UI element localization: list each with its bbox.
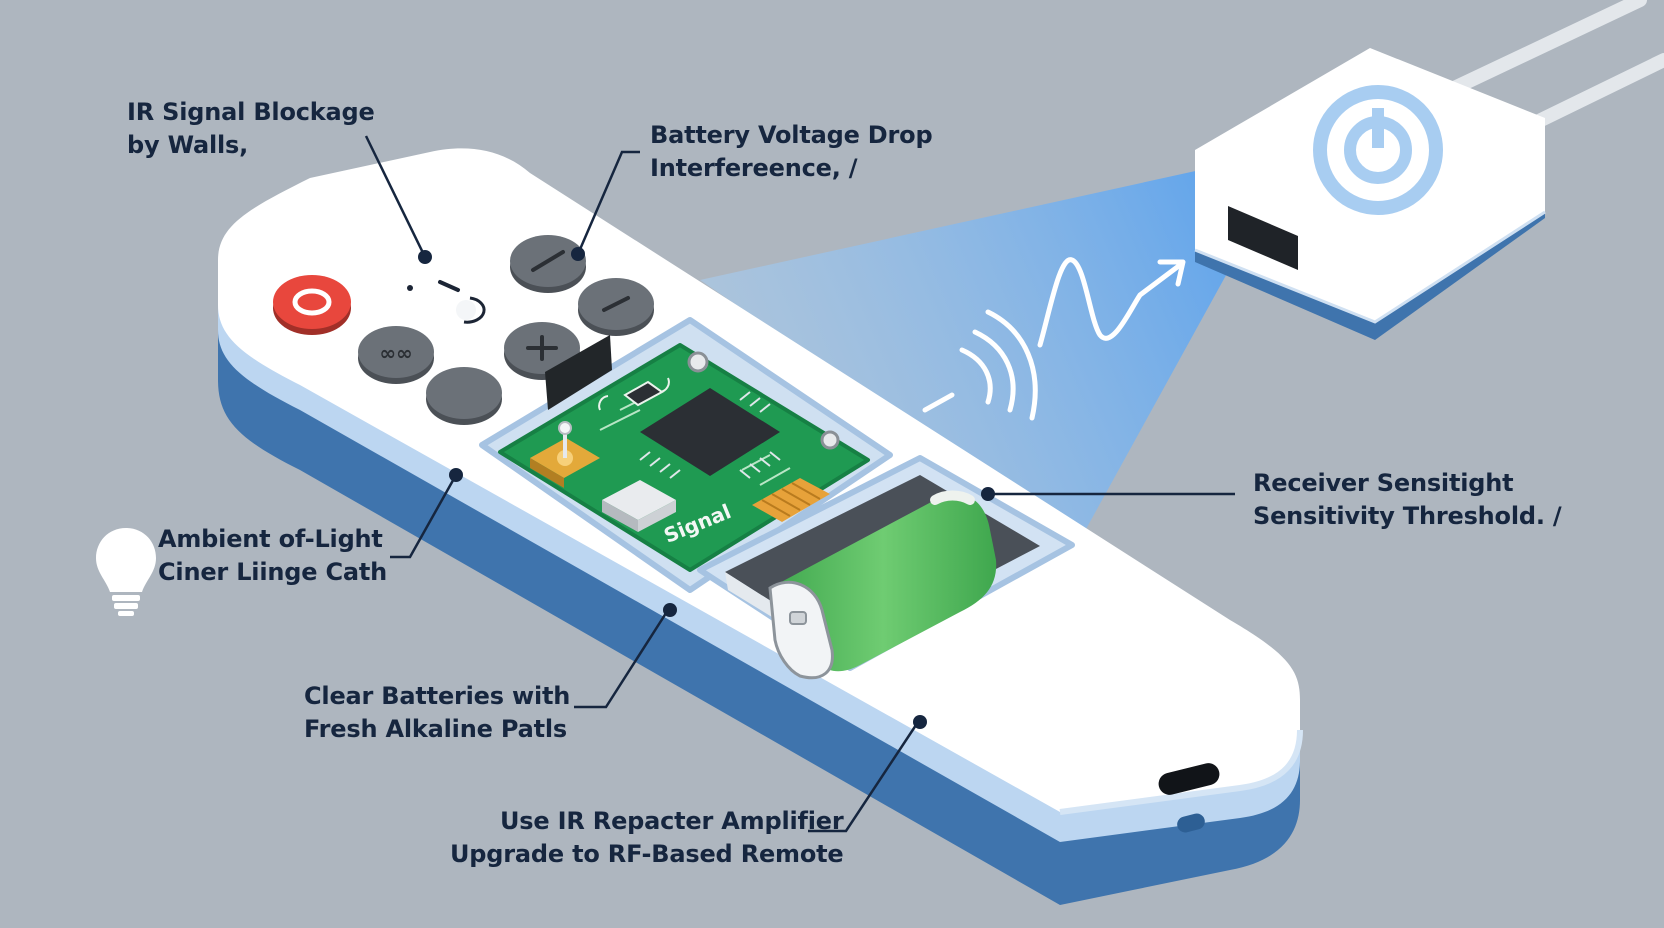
anchor-ambient xyxy=(449,468,463,482)
callout-ir-blockage-line2: by Walls, xyxy=(127,131,249,159)
pin-header xyxy=(752,478,830,522)
callout-receiver: Receiver Sensitight Sensitivity Threshol… xyxy=(1253,467,1562,533)
battery xyxy=(768,490,997,680)
callout-battery-drop-line1: Battery Voltage Drop xyxy=(650,121,933,149)
callout-battery-drop-line2: Interfereence, / xyxy=(650,154,858,182)
arrow-icon xyxy=(1037,257,1186,348)
anchor-battery-drop xyxy=(571,247,585,261)
callout-repeater-line1: Use IR Repacter Amplifier xyxy=(500,807,844,835)
callout-batteries-line2: Fresh Alkaline Patls xyxy=(304,715,567,743)
callout-receiver-line2: Sensitivity Threshold. / xyxy=(1253,502,1562,530)
minus-icon xyxy=(531,250,565,272)
indicator-dots xyxy=(407,280,486,324)
callout-ir-blockage-line1: IR Signal Blockage xyxy=(127,98,375,126)
plus-icon xyxy=(526,335,558,361)
ir-receiver xyxy=(1194,48,1546,340)
anchor-repeater xyxy=(913,715,927,729)
leader-lines xyxy=(364,135,1235,833)
leader-ambient xyxy=(390,474,458,559)
anchor-dots xyxy=(418,247,995,729)
receiver-logo-icon xyxy=(1313,85,1443,215)
callout-ambient: Ambient of-Light Ciner Liinge Cath xyxy=(158,523,387,589)
button-pad: ∞∞ xyxy=(273,235,654,425)
charging-port xyxy=(1158,763,1220,795)
leader-battery-drop xyxy=(576,150,640,255)
callout-repeater-line2: Upgrade to RF-Based Remote xyxy=(450,840,844,868)
leader-ir-blockage xyxy=(364,135,427,258)
callout-ir-blockage: IR Signal Blockage by Walls, xyxy=(127,96,375,162)
lightbulb-icon xyxy=(96,528,156,616)
callout-batteries-line1: Clear Batteries with xyxy=(304,682,571,710)
power-button[interactable] xyxy=(273,275,351,335)
callout-ambient-line1: Ambient of-Light xyxy=(158,525,383,553)
anchor-batteries xyxy=(663,603,677,617)
ir-led-component xyxy=(530,421,600,488)
capacitor-component xyxy=(602,480,676,532)
microchip xyxy=(640,388,780,476)
minus-button[interactable] xyxy=(578,278,654,336)
battery-compartment xyxy=(697,455,1075,680)
ir-signal-waves-icon xyxy=(922,309,1038,421)
leader-batteries xyxy=(574,609,670,709)
callout-repeater: Use IR Repacter Amplifier Upgrade to RF-… xyxy=(450,805,844,871)
ir-beam xyxy=(700,170,1230,540)
port-indicator xyxy=(1177,813,1205,833)
callout-receiver-line1: Receiver Sensitight xyxy=(1253,469,1514,497)
callout-battery-drop: Battery Voltage Drop Interfereence, / xyxy=(650,119,933,185)
anchor-ir-blockage xyxy=(418,250,432,264)
volume-button-1[interactable] xyxy=(510,235,586,293)
callout-ambient-line2: Ciner Liinge Cath xyxy=(158,558,388,586)
link-icon: ∞∞ xyxy=(379,341,412,365)
link-button[interactable]: ∞∞ xyxy=(358,326,434,384)
callout-batteries: Clear Batteries with Fresh Alkaline Patl… xyxy=(304,680,570,746)
anchor-receiver xyxy=(981,487,995,501)
receiver-sensor-window xyxy=(1228,206,1298,270)
minus-icon xyxy=(602,296,630,312)
power-icon xyxy=(292,288,332,316)
leader-repeater xyxy=(808,721,920,833)
blank-button[interactable] xyxy=(426,367,502,425)
